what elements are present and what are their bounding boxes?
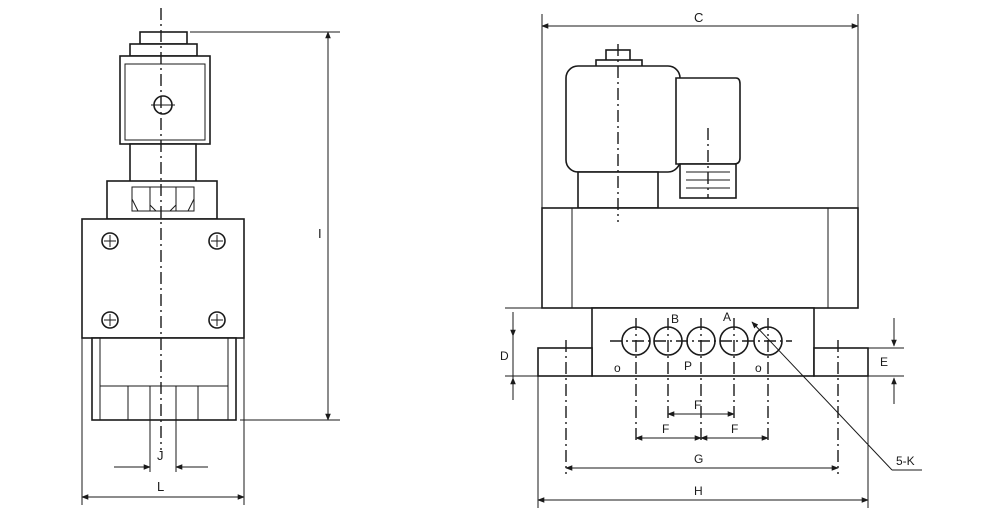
dim-label-e: E bbox=[880, 355, 888, 369]
dim-label-i: I bbox=[318, 226, 322, 241]
leader-5k bbox=[751, 321, 893, 471]
port-label-p: P bbox=[684, 359, 692, 373]
dim-label-l: L bbox=[157, 479, 164, 494]
screw-icon bbox=[101, 311, 119, 329]
coil-top-cap bbox=[139, 31, 188, 45]
dim-label-h: H bbox=[694, 484, 703, 498]
valve-body bbox=[541, 207, 859, 309]
screw-icon bbox=[101, 232, 119, 250]
coil-housing bbox=[565, 65, 681, 173]
mounting-flange-right bbox=[813, 347, 869, 377]
dim-label-c: C bbox=[694, 10, 703, 25]
screw-icon bbox=[208, 232, 226, 250]
screw-icon bbox=[208, 311, 226, 329]
front-view: C bbox=[500, 10, 922, 508]
port-label-a: A bbox=[723, 310, 731, 324]
callout-5k: 5-K bbox=[896, 454, 915, 468]
dim-label-f-top: F bbox=[694, 398, 701, 412]
port-label-b: B bbox=[671, 312, 679, 326]
dim-label-f-right: F bbox=[731, 422, 738, 436]
dim-label-f-left: F bbox=[662, 422, 669, 436]
coil-inner-frame bbox=[124, 63, 206, 141]
mounting-flange-left bbox=[537, 347, 593, 377]
dim-label-d: D bbox=[500, 349, 509, 363]
coil-neck bbox=[129, 143, 197, 185]
valve-base bbox=[91, 337, 237, 421]
side-view: I J L bbox=[81, 8, 340, 505]
coil-housing bbox=[119, 55, 211, 145]
port-label-right: o bbox=[755, 361, 762, 375]
dim-label-g: G bbox=[694, 452, 703, 466]
dim-label-j: J bbox=[157, 448, 164, 463]
coil-top-nut bbox=[129, 43, 198, 57]
manifold-block bbox=[591, 307, 815, 377]
port-label-left: o bbox=[614, 361, 621, 375]
